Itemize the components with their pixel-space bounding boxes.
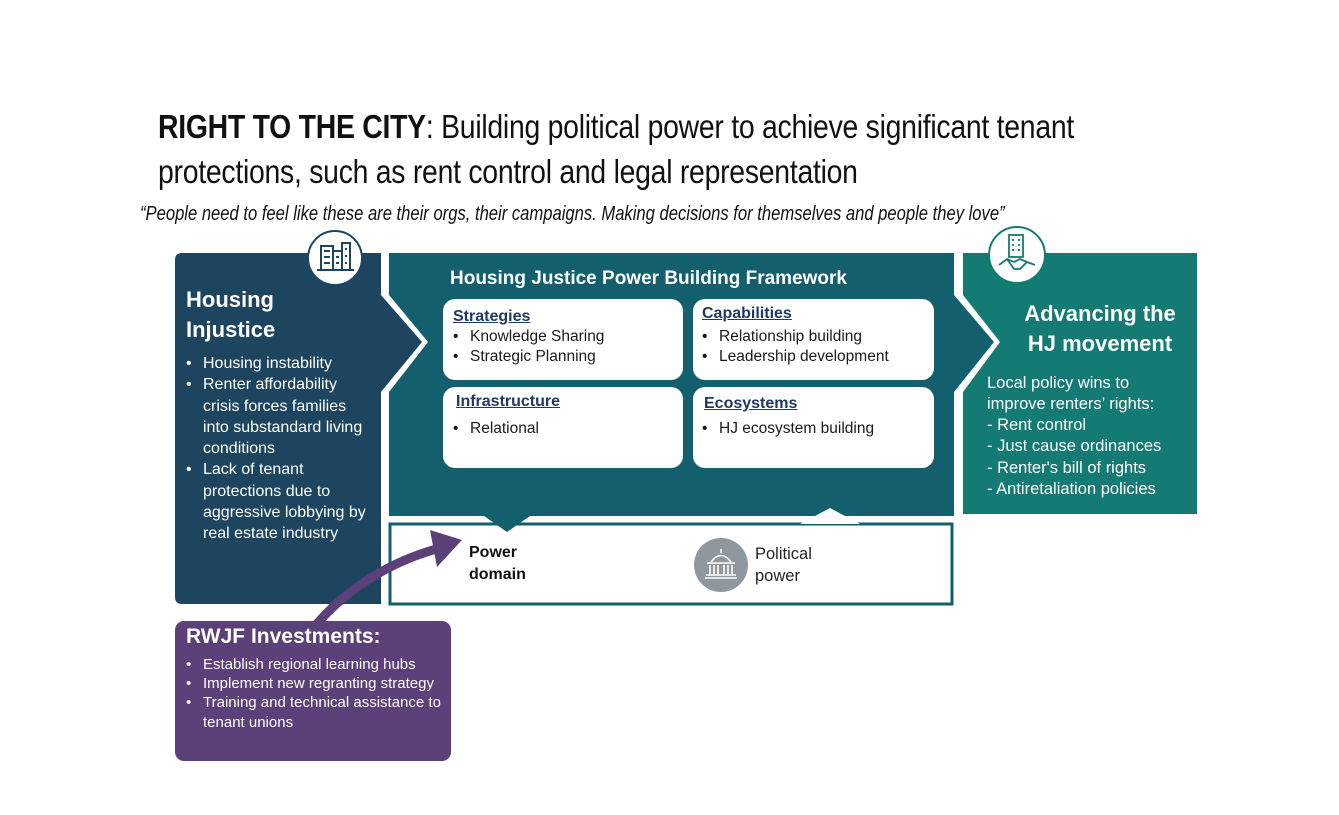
handshake-building-icon [987, 225, 1047, 285]
housing-injustice-title-line2: Injustice [186, 317, 276, 342]
advancing-panel [963, 253, 1197, 514]
housing-injustice-title-line1: Housing [186, 287, 274, 312]
card-title: Capabilities [702, 305, 792, 322]
list-item: Knowledge Sharing [453, 327, 604, 347]
advancing-title-line2: HJ movement [1027, 331, 1173, 356]
list-item: HJ ecosystem building [702, 419, 874, 439]
list-item: Leadership development [702, 347, 889, 367]
quote: “People need to feel like these are thei… [140, 203, 1005, 225]
political-power-line2: power [755, 567, 800, 585]
housing-injustice-list: Housing instability Renter affordability… [186, 353, 371, 545]
list-item: Renter affordability crisis forces famil… [186, 374, 371, 459]
framework-panel [389, 253, 994, 516]
list-item: - Renter's bill of rights [987, 458, 1147, 477]
card-list: Relational [453, 419, 539, 439]
list-item: - Rent control [987, 416, 1087, 434]
list-item: Lack of tenant protections due to aggres… [186, 459, 371, 544]
card-strategies: Strategies Knowledge Sharing Strategic P… [443, 299, 683, 380]
card-list: Relationship building Leadership develop… [702, 327, 889, 367]
political-power-label: Political power [755, 543, 812, 587]
advancing-title-line1: Advancing the [1024, 301, 1176, 326]
card-ecosystems: Ecosystems HJ ecosystem building [693, 387, 934, 468]
list-item: - Antiretaliation policies [987, 479, 1156, 498]
list-item: Housing instability [186, 353, 371, 375]
list-item: - Just cause ordinances [987, 437, 1162, 456]
list-item: Relationship building [702, 327, 889, 347]
advancing-title: Advancing the HJ movement [990, 299, 1210, 359]
political-power-line1: Political [755, 545, 812, 563]
list-item: Establish regional learning hubs [186, 655, 448, 674]
capitol-building-icon [693, 537, 749, 593]
list-item: Implement new regranting strategy [186, 674, 448, 693]
notch-up [800, 508, 860, 524]
list-item: Relational [453, 419, 539, 439]
arrow-head [430, 530, 462, 567]
power-domain-label: Power domain [469, 542, 526, 586]
framework-title: Housing Justice Power Building Framework [450, 268, 847, 289]
card-infrastructure: Infrastructure Relational [443, 387, 683, 468]
buildings-icon [306, 229, 364, 287]
investments-title: RWJF Investments: [186, 625, 381, 648]
card-title: Infrastructure [456, 393, 561, 410]
page-title: RIGHT TO THE CITY: Building political po… [158, 104, 1156, 194]
housing-injustice-title: Housing Injustice [186, 285, 275, 345]
power-domain-line1: Power [469, 544, 518, 561]
advancing-intro: Local policy wins to improve renters’ ri… [987, 374, 1155, 414]
advancing-list: - Rent control - Just cause ordinances -… [987, 415, 1192, 500]
card-title: Ecosystems [704, 395, 798, 412]
list-item: Strategic Planning [453, 347, 604, 367]
card-title: Strategies [453, 308, 531, 325]
investments-list: Establish regional learning hubs Impleme… [186, 655, 448, 732]
title-rest: : Building political power to achieve si… [158, 108, 1075, 190]
title-bold: RIGHT TO THE CITY [158, 108, 426, 145]
curved-arrow [310, 543, 445, 631]
power-domain-line2: domain [469, 566, 526, 583]
card-list: Knowledge Sharing Strategic Planning [453, 327, 604, 367]
card-capabilities: Capabilities Relationship building Leade… [693, 299, 934, 380]
power-box [388, 522, 954, 606]
card-list: HJ ecosystem building [702, 419, 874, 439]
notch-down [484, 516, 530, 532]
list-item: Training and technical assistance to ten… [186, 693, 448, 731]
